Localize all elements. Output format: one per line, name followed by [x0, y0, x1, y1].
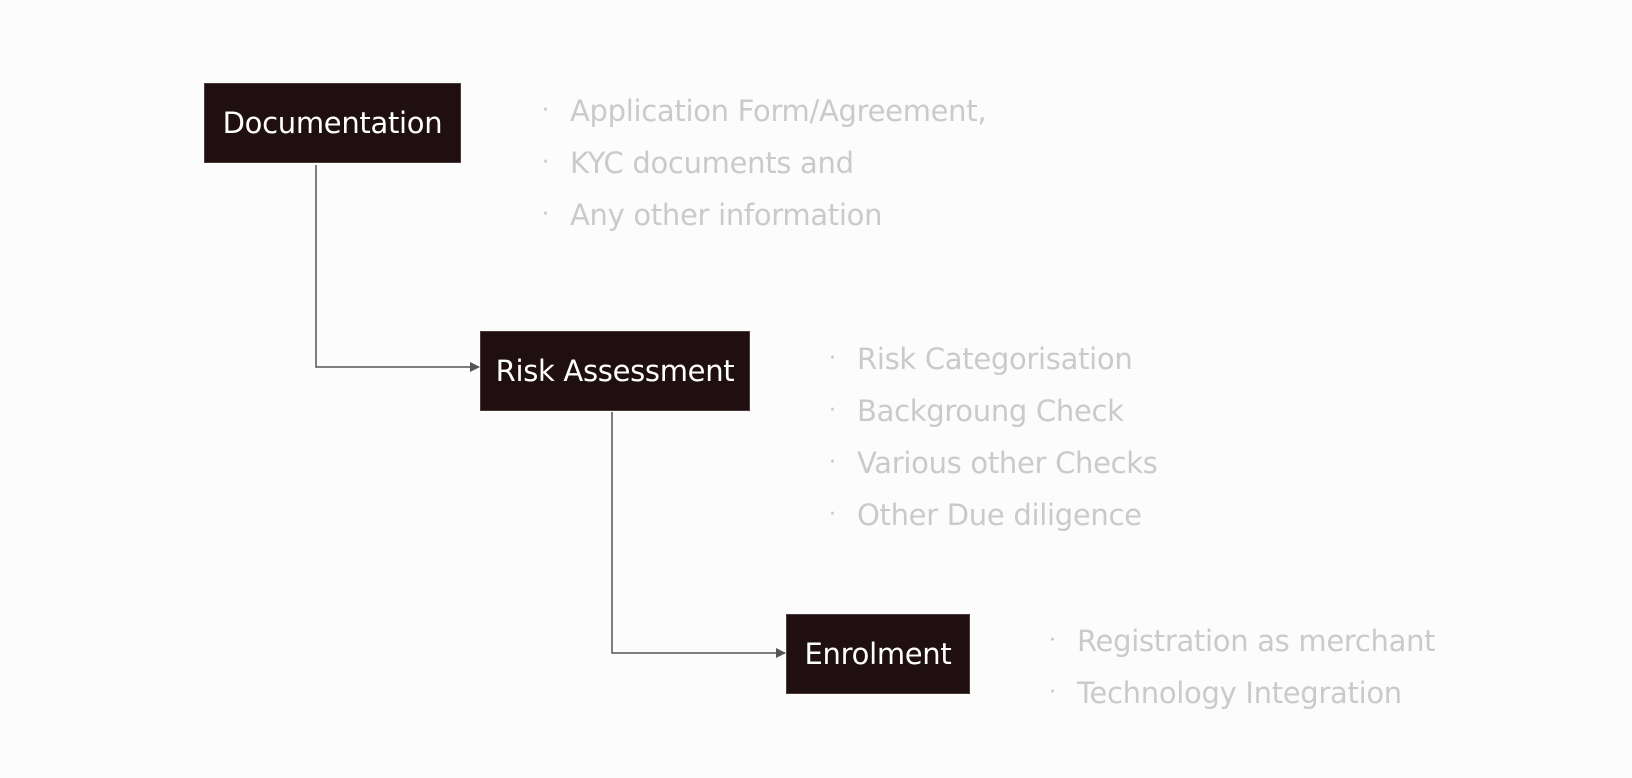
list-item: · Other Due diligence: [829, 489, 1158, 541]
bullet-icon: ·: [542, 98, 549, 123]
list-item-text: Application Form/Agreement,: [570, 94, 987, 128]
documentation-details-list: · Application Form/Agreement, · KYC docume…: [542, 85, 987, 241]
list-item: · Various other Checks: [829, 437, 1158, 489]
list-item-text: Risk Categorisation: [857, 342, 1133, 376]
list-item: · Application Form/Agreement,: [542, 85, 987, 137]
bullet-icon: ·: [542, 202, 549, 227]
list-item: · Technology Integration: [1049, 667, 1435, 719]
bullet-icon: ·: [1049, 680, 1056, 705]
list-item-text: Technology Integration: [1077, 676, 1402, 710]
bullet-icon: ·: [829, 398, 836, 423]
list-item: · Backgroung Check: [829, 385, 1158, 437]
list-item: · Any other information: [542, 189, 986, 241]
step-label: Risk Assessment: [495, 354, 735, 388]
step-box-risk-assessment: Risk Assessment: [480, 331, 750, 411]
enrolment-details-list: · Registration as merchant · Technology In…: [1049, 615, 1436, 719]
list-item-text: Various other Checks: [857, 446, 1158, 480]
connector-risk-assessment-to-enrolment: [611, 412, 786, 658]
list-item-text: Backgroung Check: [857, 394, 1124, 428]
connector-documentation-to-risk-assessment: [315, 165, 480, 372]
bullet-icon: ·: [829, 502, 836, 527]
list-item-text: Other Due diligence: [857, 498, 1142, 532]
list-item-text: KYC documents and: [570, 146, 854, 180]
bullet-icon: ·: [1049, 628, 1056, 653]
bullet-icon: ·: [542, 150, 549, 175]
step-label: Enrolment: [804, 637, 952, 671]
bullet-icon: ·: [829, 346, 836, 371]
list-item: · Risk Categorisation: [829, 333, 1158, 385]
list-item: · Registration as merchant: [1049, 615, 1436, 667]
list-item-text: Any other information: [570, 198, 883, 232]
list-item: · KYC documents and: [542, 137, 986, 189]
risk-assessment-details-list: · Risk Categorisation · Backgroung Check ·…: [829, 333, 1158, 541]
step-box-documentation: Documentation: [204, 83, 461, 163]
bullet-icon: ·: [829, 450, 836, 475]
step-label: Documentation: [222, 106, 443, 140]
step-box-enrolment: Enrolment: [786, 614, 970, 694]
list-item-text: Registration as merchant: [1077, 624, 1436, 658]
